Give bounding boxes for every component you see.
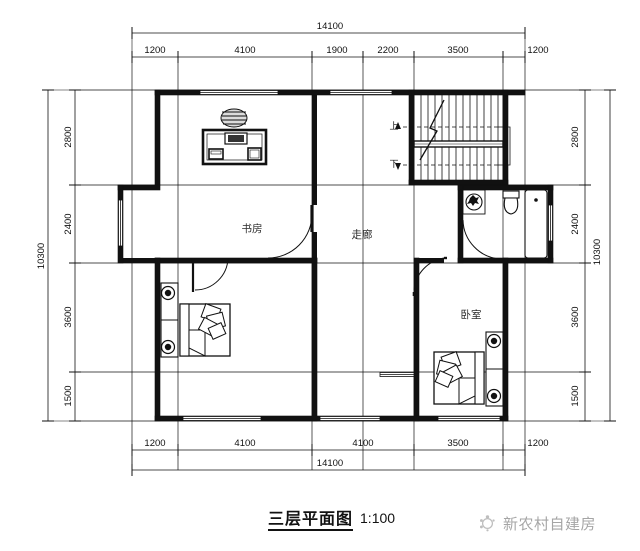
dimension-left	[42, 89, 81, 422]
flower-circle-icon	[478, 514, 497, 533]
dim-right-seg-3: 3600	[570, 306, 581, 327]
windows	[118, 90, 553, 421]
drawing-scale: 1:100	[360, 510, 396, 526]
drawing-title-block: 三层平面图 1:100	[268, 510, 396, 531]
dimension-right	[579, 89, 616, 422]
furniture-right-bedroom	[433, 331, 504, 407]
brand-name: 新农村自建房	[503, 515, 597, 533]
dim-left-seg-1: 2800	[63, 126, 74, 147]
dim-top-seg-1: 1200	[144, 45, 165, 56]
grid-lines	[75, 62, 585, 470]
dimension-top	[131, 27, 526, 63]
dim-bottom-seg-1: 1200	[144, 438, 165, 449]
dim-right-seg-2: 2400	[570, 213, 581, 234]
furniture-bathroom	[462, 189, 548, 259]
dim-bottom-seg-3: 4100	[352, 438, 373, 449]
dim-left-overall: 10300	[36, 243, 47, 269]
dim-top-seg-4: 2200	[377, 45, 398, 56]
room-label-study: 书房	[242, 222, 263, 235]
staircase	[395, 95, 511, 180]
brand-watermark: 新农村自建房	[478, 513, 596, 534]
dim-bottom-seg-4: 3500	[447, 438, 468, 449]
drawing-title: 三层平面图	[268, 510, 354, 531]
dim-right-overall: 10300	[592, 239, 603, 265]
dim-left-seg-4: 1500	[63, 385, 74, 406]
dim-top-seg-2: 4100	[234, 45, 255, 56]
dim-bottom-seg-2: 4100	[234, 438, 255, 449]
dim-left-seg-3: 3600	[63, 306, 74, 327]
dim-right-seg-1: 2800	[570, 126, 581, 147]
room-label-corridor: 走廊	[352, 228, 373, 241]
stair-down-label: 下	[389, 160, 398, 170]
dim-top-seg-5: 3500	[447, 45, 468, 56]
dim-bottom-overall: 14100	[317, 458, 343, 469]
dim-right-seg-4: 1500	[570, 385, 581, 406]
stair-up-label: 上	[389, 121, 398, 132]
furniture-study-desk	[201, 108, 268, 166]
dim-left-seg-2: 2400	[63, 213, 74, 234]
dim-top-seg-6: 1200	[527, 45, 548, 56]
doors	[191, 205, 501, 296]
room-label-bedroom: 卧室	[461, 308, 482, 321]
dim-top-seg-3: 1900	[326, 45, 347, 56]
dimension-bottom	[131, 444, 526, 476]
furniture-left-bedroom	[160, 282, 231, 358]
dim-top-overall: 14100	[317, 21, 343, 32]
dim-bottom-seg-5: 1200	[527, 438, 548, 449]
